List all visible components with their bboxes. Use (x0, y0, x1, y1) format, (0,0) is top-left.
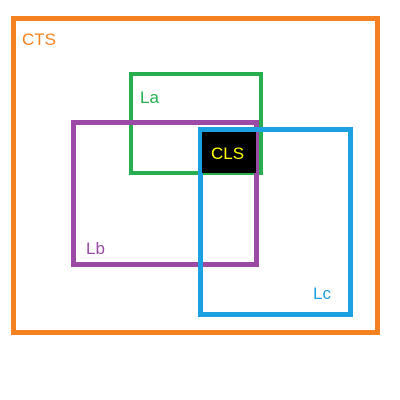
la-label: La (140, 88, 159, 107)
lc-label: Lc (313, 284, 331, 303)
cts-region-box (11, 16, 380, 335)
cls-intersection-box (202, 132, 256, 173)
lc-region-box (198, 127, 353, 317)
cts-label: CTS (22, 30, 56, 49)
lb-region-box (71, 120, 259, 267)
lb-label: Lb (86, 239, 105, 258)
cls-label: CLS (211, 144, 245, 163)
